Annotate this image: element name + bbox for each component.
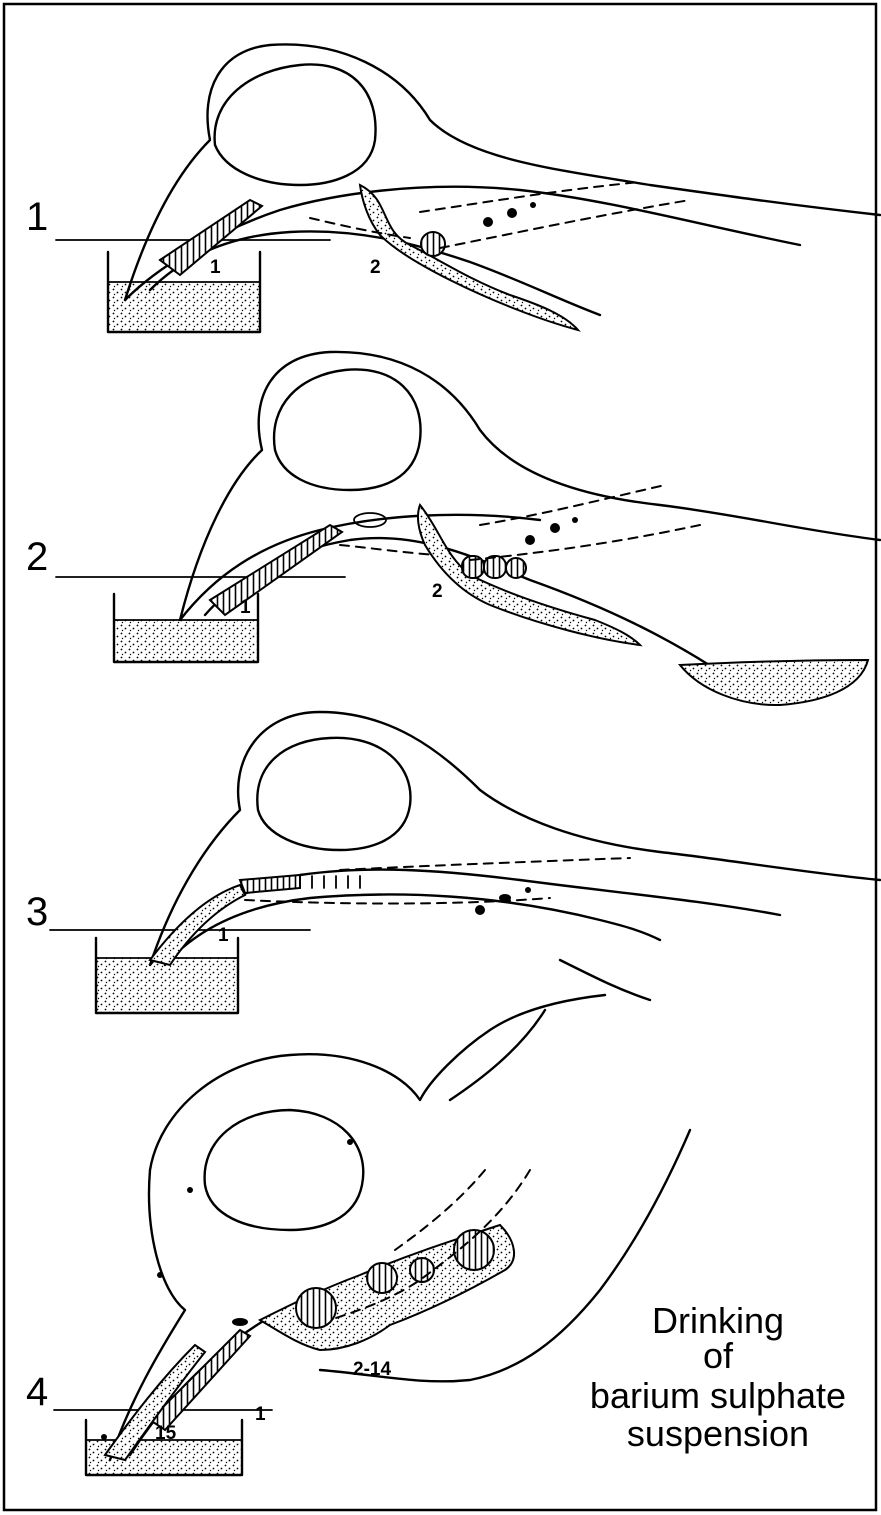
caption-line-4: suspension	[627, 1413, 809, 1454]
panel-2-number: 2	[26, 535, 48, 579]
figure-caption: Drinking of barium sulphate suspension	[590, 1300, 846, 1454]
panel-4-label-15: 15	[155, 1423, 177, 1444]
panel-4-number: 4	[26, 1370, 48, 1414]
panel-3-pigeon-head	[150, 712, 880, 1000]
panel-4-label-1: 1	[255, 1404, 266, 1425]
panel-1-label-1: 1	[210, 257, 221, 278]
panel-2-pigeon-head	[180, 352, 880, 705]
panel-1-dashed-oesophagus	[440, 200, 690, 248]
panel-2-dashed-pharynx	[340, 545, 435, 555]
panel-1-number: 1	[26, 195, 48, 239]
caption-line-2: of	[703, 1335, 734, 1376]
panel-3-dashed-trachea	[340, 858, 630, 870]
caption-line-3: barium sulphate	[590, 1375, 846, 1416]
panel-1: 1 1 2	[26, 44, 880, 332]
panel-1-label-2: 2	[370, 257, 381, 278]
panel-2: 2 1 2	[26, 352, 880, 705]
panel-3: 3 1	[26, 712, 880, 1013]
panel-2-label-2: 2	[432, 581, 443, 602]
panel-2-label-1: 1	[240, 597, 251, 618]
panel-2-dashed-oesophagus	[470, 525, 700, 560]
panel-3-label-1: 1	[218, 925, 229, 946]
panel-4-label-2-14: 2-14	[353, 1359, 391, 1380]
panel-3-number: 3	[26, 890, 48, 934]
